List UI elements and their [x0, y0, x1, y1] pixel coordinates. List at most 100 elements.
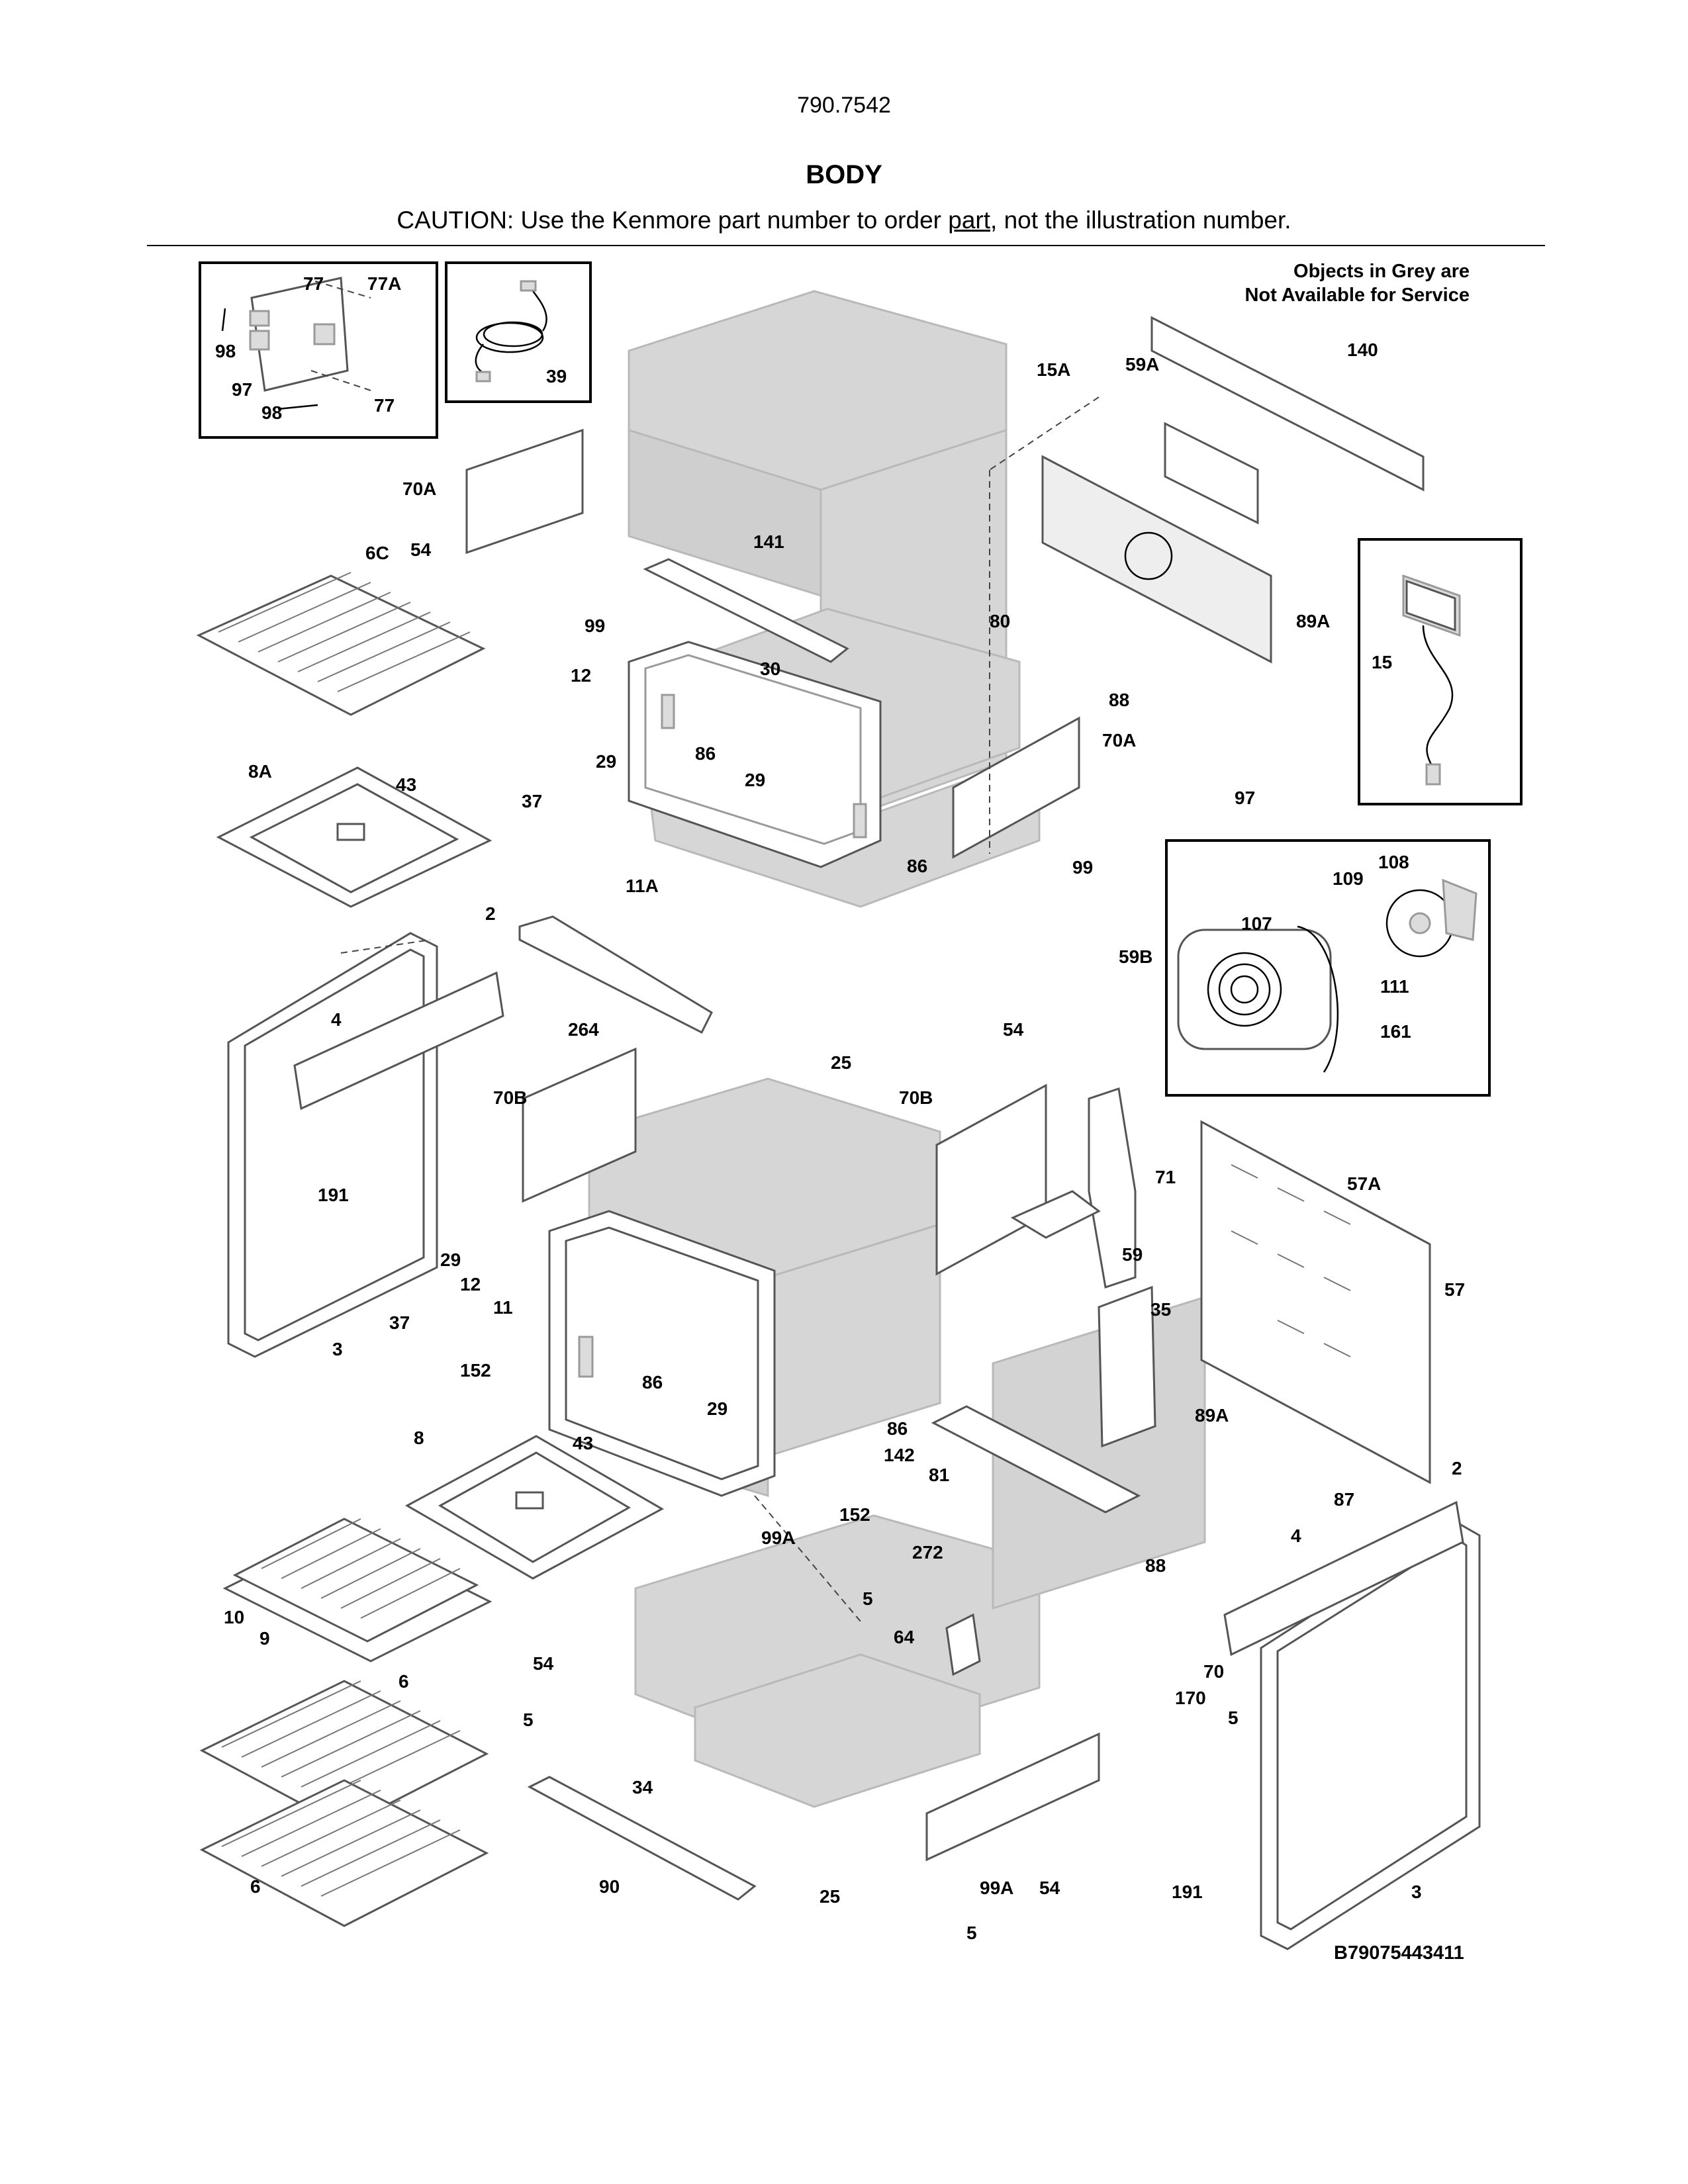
callout-97-b: 97 [1235, 788, 1255, 808]
caution-text: CAUTION: Use the Kenmore part number to … [0, 206, 1688, 234]
callout-39: 39 [546, 366, 567, 387]
callout-37-a: 37 [522, 791, 542, 811]
callout-59B: 59B [1119, 946, 1152, 967]
callout-191-a: 191 [318, 1185, 349, 1205]
callout-80: 80 [990, 611, 1010, 631]
callout-54-d: 54 [1039, 1878, 1060, 1898]
callout-25-b: 25 [820, 1886, 840, 1907]
callout-15: 15 [1372, 652, 1392, 672]
callout-5-a: 5 [863, 1588, 873, 1609]
callout-107: 107 [1241, 913, 1272, 934]
grey-objects-note: Objects in Grey are Not Available for Se… [1244, 259, 1470, 307]
callout-141: 141 [753, 531, 784, 552]
callout-35: 35 [1150, 1299, 1171, 1320]
duct-35 [1098, 1285, 1156, 1448]
callout-6C: 6C [365, 543, 389, 563]
callout-64: 64 [894, 1627, 915, 1647]
callout-29-c: 29 [440, 1250, 461, 1270]
callout-11A: 11A [626, 876, 659, 896]
callout-5-d: 5 [966, 1923, 977, 1943]
callout-161: 161 [1380, 1021, 1411, 1042]
callout-54-a: 54 [410, 539, 432, 560]
kickplate-90 [527, 1776, 757, 1901]
callout-89A-a: 89A [1296, 611, 1330, 631]
callout-5-b: 5 [523, 1709, 534, 1730]
callout-108: 108 [1378, 852, 1409, 872]
callout-70B-a: 70B [493, 1087, 527, 1108]
rail-4-left [293, 971, 504, 1111]
callout-34: 34 [632, 1777, 653, 1797]
callout-8: 8 [414, 1428, 424, 1448]
callout-86-a: 86 [695, 743, 716, 764]
callout-99A-b: 99A [980, 1878, 1013, 1898]
callout-3-b: 3 [1411, 1882, 1422, 1902]
element-drawing [1402, 574, 1461, 786]
caution-part-word: part [948, 206, 991, 234]
callout-29-d: 29 [707, 1398, 727, 1419]
upper-back-panel [1041, 455, 1272, 664]
callout-77A: 77A [367, 273, 401, 294]
upper-door-frame [628, 641, 882, 868]
callout-81: 81 [929, 1465, 949, 1485]
inset-box-wire-harness [445, 261, 592, 403]
guide-lines [340, 396, 1100, 1622]
callout-59A: 59A [1125, 354, 1159, 375]
section-title: BODY [806, 160, 882, 189]
callout-87: 87 [1334, 1489, 1354, 1510]
callout-4-a: 4 [331, 1009, 342, 1030]
insulation-70A-right [952, 716, 1080, 859]
vent-59B [1088, 1087, 1137, 1289]
rail-4-right [1223, 1500, 1464, 1657]
callout-88-b: 88 [1145, 1555, 1166, 1576]
callout-77-b: 77 [374, 395, 395, 416]
callout-54-c: 54 [533, 1653, 554, 1674]
callout-12-a: 12 [571, 665, 591, 686]
callout-170: 170 [1175, 1688, 1206, 1708]
callout-29-a: 29 [596, 751, 616, 772]
callout-9: 9 [259, 1628, 270, 1649]
inset-box-element [1358, 538, 1523, 805]
callout-3-a: 3 [332, 1339, 343, 1359]
front-rail-99A [925, 1732, 1100, 1862]
callout-25-a: 25 [831, 1052, 851, 1073]
inset-box-control-board [199, 261, 438, 439]
callout-98-b: 98 [261, 402, 282, 423]
callout-54-b: 54 [1003, 1019, 1024, 1040]
callout-99-b: 99 [1072, 857, 1093, 878]
wire-harness-drawing [475, 280, 547, 383]
callout-57: 57 [1444, 1279, 1465, 1300]
callout-99-a: 99 [585, 615, 605, 636]
callout-57A: 57A [1347, 1173, 1381, 1194]
diagram-id: B79075443411 [1334, 1942, 1464, 1964]
side-panel-right [1260, 1521, 1481, 1950]
callout-97-a: 97 [232, 379, 252, 400]
trim-264 [518, 915, 713, 1034]
callout-264: 264 [568, 1019, 599, 1040]
callout-70B-b: 70B [899, 1087, 933, 1108]
callout-30: 30 [760, 659, 780, 679]
trim-141 [643, 558, 849, 663]
callout-2-b: 2 [1452, 1458, 1462, 1479]
callout-59: 59 [1122, 1244, 1143, 1265]
callout-272: 272 [912, 1542, 943, 1563]
header-divider [147, 245, 1545, 246]
rack-6C [196, 572, 486, 716]
insulation-70B-right [935, 1083, 1047, 1276]
shield-64 [945, 1613, 981, 1676]
lower-door-frame [548, 1210, 776, 1497]
callout-142: 142 [884, 1445, 915, 1465]
callout-140: 140 [1347, 340, 1378, 360]
callout-77-a: 77 [303, 273, 324, 294]
callout-8A: 8A [248, 761, 272, 782]
grey-note-line-1: Objects in Grey are [1293, 261, 1470, 282]
callout-2-a: 2 [485, 903, 496, 924]
callout-43-a: 43 [396, 774, 416, 795]
side-panel-left [227, 932, 438, 1358]
callout-99A-a: 99A [761, 1527, 795, 1548]
callout-191-b: 191 [1172, 1882, 1203, 1902]
callout-70A-a: 70A [402, 478, 436, 499]
callout-111: 111 [1380, 976, 1409, 997]
insulation-70B-left [522, 1047, 637, 1203]
callout-11: 11 [493, 1297, 513, 1318]
